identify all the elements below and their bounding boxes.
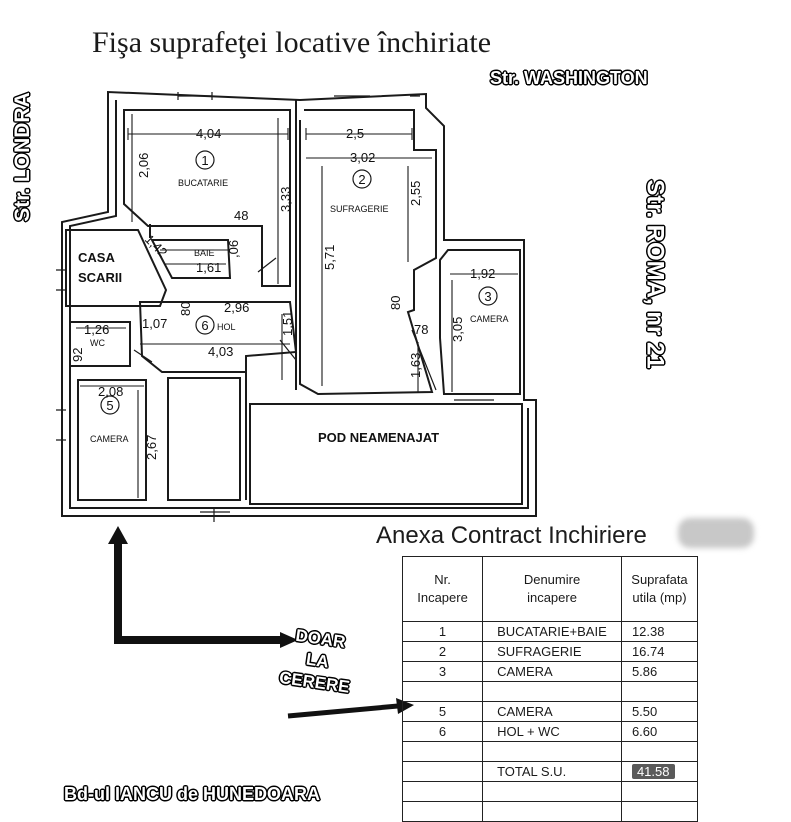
table-row <box>401 741 699 762</box>
wall-wc <box>69 321 131 367</box>
room-5-number: 5 <box>106 398 113 413</box>
dim-label: 2,67 <box>144 435 159 460</box>
redacted-blur <box>678 518 754 548</box>
outer-wall <box>61 90 537 517</box>
total-value: 41.58 <box>631 764 675 779</box>
dim-label: 1,92 <box>470 266 495 281</box>
dim-label: 2,06 <box>136 153 151 178</box>
wall-room5 <box>77 379 147 501</box>
room-1-name: BUCATARIE <box>178 178 228 188</box>
room-6-number: 6 <box>201 318 208 333</box>
wall-passage <box>167 377 241 501</box>
arrow-row-5 <box>287 698 414 719</box>
wc-label: WC <box>90 338 105 348</box>
street-label-south: Bd-ul IANCU de HUNEDOARA <box>64 784 320 804</box>
dim-label: 5,71 <box>322 245 337 270</box>
room-1-circle <box>195 150 215 170</box>
room-5-circle <box>100 395 120 415</box>
dim-label: 92 <box>70 348 85 362</box>
room-1-number: 1 <box>201 153 208 168</box>
room-3-number: 3 <box>484 289 491 304</box>
callout-doar-la-cerere: DOAR LA CERERE <box>278 623 357 698</box>
stairwell-label-1: CASA <box>78 250 115 265</box>
dim-label: 3,05 <box>450 317 465 342</box>
dim-label: 2,55 <box>408 181 423 206</box>
wall-stairwell <box>65 229 168 307</box>
stairwell-label-2: SCARII <box>78 270 122 285</box>
room-3-name: CAMERA <box>470 314 509 324</box>
room-6-name: HOL <box>217 322 236 332</box>
dim-label: 1,61 <box>196 260 221 275</box>
dim-label: 78 <box>414 322 428 337</box>
dim-label: 1,42 <box>142 232 171 261</box>
dim-label: 1,07 <box>142 316 167 331</box>
dim-label: 3,02 <box>350 150 375 165</box>
arrow-doar-la-cerere <box>108 526 298 648</box>
table-row-total: TOTAL S.U.41.58 <box>401 761 699 782</box>
dim-label: 4,03 <box>208 344 233 359</box>
header-nr: Nr.Incapere <box>401 556 484 622</box>
dim-label: ,06 <box>226 240 241 258</box>
dim-label: 1,26 <box>84 322 109 337</box>
annex-title: Anexa Contract Inchiriere <box>376 522 647 549</box>
wall-pod <box>249 403 523 505</box>
table-row <box>401 781 699 802</box>
dim-label: 3,33 <box>278 187 293 212</box>
wall-room3 <box>439 249 521 395</box>
street-label-north: Str. WASHINGTON <box>490 68 648 88</box>
dim-label: 48 <box>234 208 248 223</box>
table-row <box>401 801 699 822</box>
dim-label: 2,08 <box>98 384 123 399</box>
page-title: Fişa suprafeţei locative închiriate <box>92 26 492 59</box>
room-6-circle <box>195 315 215 335</box>
bath-label: BAIE <box>194 248 215 258</box>
wall-kitchen <box>123 109 291 287</box>
wall-hall <box>138 301 298 373</box>
dim-label: 2,96 <box>224 300 249 315</box>
room-5-name: CAMERA <box>90 434 129 444</box>
pod-label: POD NEAMENAJAT <box>318 430 439 445</box>
wall-bath <box>150 239 232 279</box>
dim-label: 2,5 <box>346 126 364 141</box>
dim-label: 80 <box>178 302 193 316</box>
room-3-circle <box>478 286 498 306</box>
room-2-circle <box>352 169 372 189</box>
dim-label: 4,04 <box>196 126 221 141</box>
room-2-name: SUFRAGERIE <box>330 204 389 214</box>
dim-label: 1,63 <box>408 353 423 378</box>
wall-living <box>299 109 437 396</box>
dim-label: 80 <box>388 296 403 310</box>
room-2-number: 2 <box>358 172 365 187</box>
table-row <box>401 681 699 702</box>
dim-label: 1,51 <box>280 311 295 336</box>
